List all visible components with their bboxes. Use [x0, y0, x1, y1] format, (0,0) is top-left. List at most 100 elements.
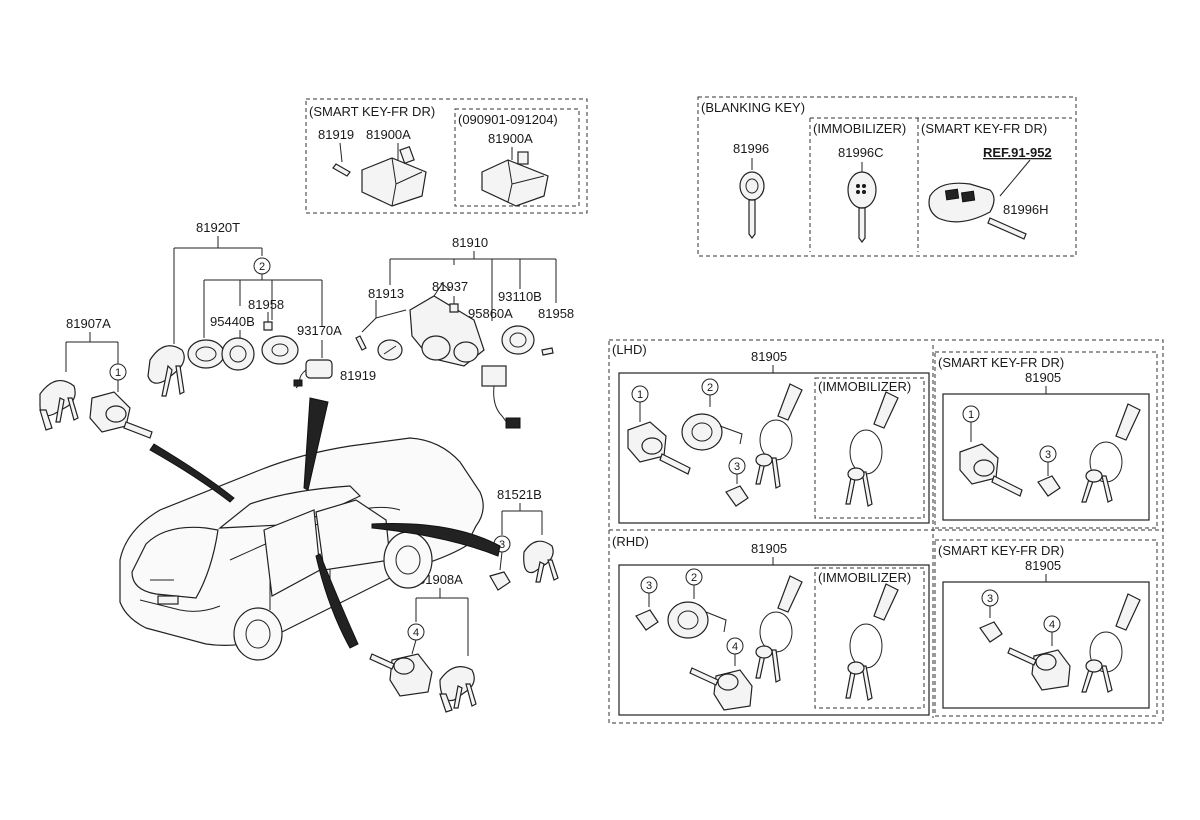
lhd-immobilizer-box — [814, 377, 925, 519]
rhd-smart-door-cylinder-icon — [1007, 647, 1071, 691]
rhd-header: (RHD) — [612, 534, 649, 549]
screw-81958-right-icon — [541, 347, 554, 356]
blanking-key-group: (BLANKING KEY) (IMMOBILIZER) (SMART KEY-… — [697, 96, 1077, 257]
callout-3-lhd-text: 3 — [734, 461, 740, 473]
lhd-rhd-panel: (LHD) (RHD) (SMART KEY-FR DR) (SMART KEY… — [608, 339, 1164, 724]
tailgate-lock-cylinder-icon — [89, 391, 153, 439]
blank-key-81996-icon — [739, 171, 765, 239]
part-95860A: 95860A — [468, 306, 513, 321]
callout-3-lhd-smart-text: 3 — [1045, 449, 1051, 461]
rhd-immobilizer-box — [814, 567, 925, 709]
immobilizer-key-81996C-icon — [847, 171, 877, 243]
callout-3-rhd-text: 3 — [646, 580, 652, 592]
glove-box-lock-icon — [489, 571, 511, 591]
callout-2-lhd-text: 2 — [707, 382, 713, 394]
rhd-smart-header: (SMART KEY-FR DR) — [938, 543, 1064, 558]
part-81905-rhd: 81905 — [751, 541, 787, 556]
lhd-smart-glove-lock-icon — [1037, 475, 1061, 497]
arrow-ignition — [303, 397, 329, 491]
rhd-smart-glove-lock-icon — [979, 621, 1003, 643]
callout-4-rhd-text: 4 — [732, 641, 738, 653]
ignition-ring-icon — [187, 339, 225, 369]
ignition-housing-81913-icon — [409, 283, 485, 367]
smart-key-header-top: (SMART KEY-FR DR) — [921, 121, 1047, 136]
callout-1-81907A-text: 1 — [115, 367, 121, 379]
callout-2-81920T-text: 2 — [259, 261, 265, 273]
screw-81919-mid-icon — [355, 335, 367, 351]
arrow-glove-box — [371, 523, 501, 557]
ref-91-952: REF.91-952 — [983, 145, 1052, 160]
rhd-immobilizer-header: (IMMOBILIZER) — [818, 570, 911, 585]
callout-1-lhd-smart-text: 1 — [968, 409, 974, 421]
rhd-immobilizer-keys-icon — [845, 583, 899, 701]
part-81958-right: 81958 — [538, 306, 574, 321]
part-81958-left: 81958 — [248, 297, 284, 312]
smart-key-box — [305, 98, 588, 214]
leader-arrows — [149, 397, 501, 649]
part-81996H: 81996H — [1003, 202, 1049, 217]
part-81907A: 81907A — [66, 316, 111, 331]
lhd-rhd-outer-box — [608, 339, 1164, 724]
lock-assemblies: 81920T 2 81958 95440B 93170A — [39, 220, 574, 713]
date-range-label: (090901-091204) — [458, 112, 558, 127]
rhd-smart-kit-box — [942, 581, 1150, 709]
part-81900A-right: 81900A — [488, 131, 533, 146]
lhd-smart-cylinder-icon — [959, 443, 1023, 497]
part-81908A: 81908A — [418, 572, 463, 587]
part-81919-top: 81919 — [318, 127, 354, 142]
rhd-ignition-cylinder-icon — [667, 601, 727, 639]
smart-key-fr-dr-group: (SMART KEY-FR DR) (090901-091204) 81919 … — [305, 98, 588, 214]
actuator-81900A-left-icon — [361, 145, 427, 207]
rhd-smart-keys-icon — [1081, 593, 1141, 693]
ignition-lock-key-set-icon — [147, 345, 185, 397]
part-81996: 81996 — [733, 141, 769, 156]
part-81913: 81913 — [368, 286, 404, 301]
key-cap-icon — [377, 339, 403, 361]
rhd-door-cylinder-icon — [689, 667, 753, 711]
rhd-kit-box — [618, 564, 930, 716]
glove-box-key-set-icon — [523, 540, 559, 583]
callout-3-rhd-smart-text: 3 — [987, 593, 993, 605]
part-81920T: 81920T — [196, 220, 240, 235]
arrow-door — [315, 553, 359, 649]
part-81996C: 81996C — [838, 145, 884, 160]
smart-key-fob-81996H-icon — [928, 182, 1027, 240]
lhd-ignition-cylinder-icon — [681, 413, 743, 451]
part-93110B: 93110B — [498, 289, 542, 304]
screw-81937-icon — [449, 303, 459, 313]
part-81905-lhd-smart: 81905 — [1025, 370, 1061, 385]
rhd-smart-box — [934, 539, 1158, 717]
ignition-body-icon — [261, 335, 299, 365]
tailgate-key-set-icon — [39, 379, 79, 431]
lhd-header: (LHD) — [612, 342, 647, 357]
part-93170A: 93170A — [297, 323, 342, 338]
part-81910: 81910 — [452, 235, 488, 250]
arrow-tailgate — [149, 443, 235, 503]
part-81521B: 81521B — [497, 487, 542, 502]
part-81905-lhd: 81905 — [751, 349, 787, 364]
door-key-set-icon — [439, 666, 477, 713]
actuator-81900A-right-icon — [481, 151, 549, 207]
lhd-immobilizer-header: (IMMOBILIZER) — [818, 379, 911, 394]
part-81919-mid: 81919 — [340, 368, 376, 383]
immobilizer-coil-93170A-icon — [293, 359, 333, 389]
screw-81958-left-icon — [263, 321, 273, 331]
connector-95860A-icon — [481, 365, 521, 429]
screw-81919-icon — [332, 163, 351, 177]
lhd-smart-box — [934, 351, 1158, 529]
ignition-cylinder-95440B-icon — [221, 337, 255, 371]
callout-4-rhd-smart-text: 4 — [1049, 619, 1055, 631]
part-81900A-left: 81900A — [366, 127, 411, 142]
lhd-tailgate-cylinder-icon — [627, 421, 691, 475]
callout-2-rhd-text: 2 — [691, 572, 697, 584]
part-81937: 81937 — [432, 279, 468, 294]
lhd-kit-box — [618, 372, 930, 524]
part-95440B: 95440B — [210, 314, 255, 329]
switch-93110B-icon — [501, 325, 535, 355]
lhd-smart-keys-icon — [1081, 403, 1141, 503]
blanking-key-box — [697, 96, 1077, 257]
vehicle-illustration — [119, 437, 484, 661]
rhd-glove-lock-icon — [635, 609, 659, 631]
